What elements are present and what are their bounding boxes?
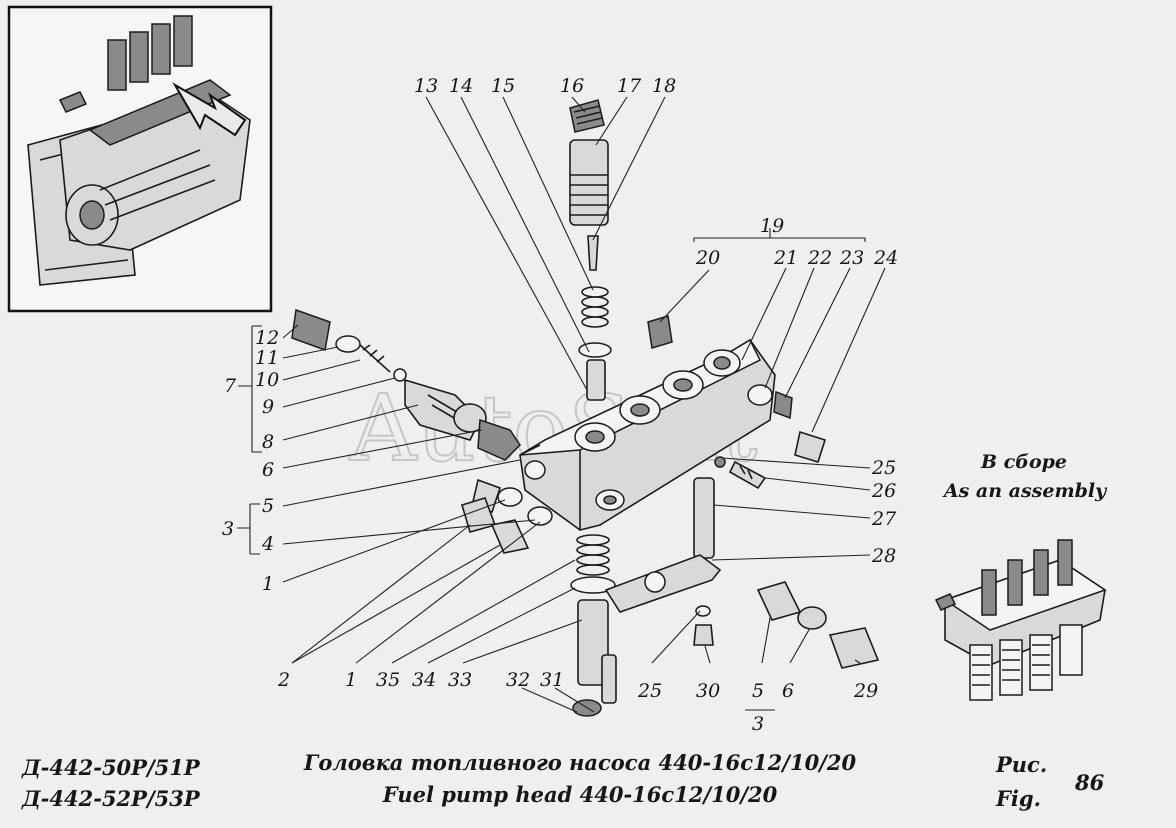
callout-3-bottom: 3 — [752, 713, 764, 735]
callout-15: 15 — [491, 75, 515, 97]
callout-18: 18 — [652, 75, 676, 97]
callout-23: 23 — [839, 247, 864, 269]
callout-11: 11 — [255, 347, 279, 369]
callout-20: 20 — [695, 247, 720, 269]
callout-30: 30 — [696, 680, 720, 702]
arrow-icon — [172, 82, 247, 137]
callout-31: 31 — [540, 669, 564, 691]
callout-5-upper: 5 — [262, 495, 274, 517]
callout-25-bottom: 25 — [637, 680, 662, 702]
callout-5-bottom: 5 — [752, 680, 764, 702]
model-numbers-line-2: Д-442-52Р/53Р — [21, 786, 201, 811]
callout-10: 10 — [255, 369, 279, 391]
callout-12: 12 — [255, 327, 279, 349]
exploded-parts — [291, 99, 880, 717]
pump-head-assembly-view — [934, 539, 1107, 701]
callout-4: 4 — [261, 533, 274, 555]
pump-overview-inset — [7, 5, 273, 313]
footer-captions: Д-442-50Р/51Р Д-442-52Р/53Р Головка топл… — [21, 750, 1105, 811]
callout-29: 29 — [853, 680, 878, 702]
model-numbers-line-1: Д-442-50Р/51Р — [21, 755, 201, 780]
callout-16: 16 — [560, 75, 584, 97]
callout-6-bottom: 6 — [782, 680, 794, 702]
callout-34: 34 — [412, 669, 436, 691]
assembly-label-en: As an assembly — [942, 480, 1108, 502]
callout-1-bottom: 1 — [345, 669, 357, 691]
figure-label-en: Fig. — [995, 786, 1041, 811]
callout-19: 19 — [760, 215, 784, 237]
callout-numbers: 13 14 15 16 17 18 19 20 21 22 23 24 12 1… — [222, 75, 898, 735]
figure-number: 86 — [1074, 770, 1105, 795]
pump-overview-drawing — [27, 15, 251, 286]
callout-27: 27 — [871, 508, 897, 530]
callout-24: 24 — [873, 247, 898, 269]
callout-8: 8 — [262, 431, 274, 453]
callout-33: 33 — [448, 669, 472, 691]
callout-26: 26 — [871, 480, 896, 502]
callout-13: 13 — [414, 75, 438, 97]
assembly-label-ru: В сборе — [980, 451, 1067, 473]
figure-title-ru: Головка топливного насоса 440-16с12/10/2… — [303, 750, 857, 775]
callout-35: 35 — [376, 669, 400, 691]
leader-lines — [237, 96, 886, 713]
callout-7: 7 — [224, 375, 237, 397]
callout-17: 17 — [617, 75, 642, 97]
figure-label-ru: Рис. — [995, 752, 1047, 777]
callout-9: 9 — [262, 396, 274, 418]
callout-14: 14 — [449, 75, 473, 97]
callout-25-right: 25 — [871, 457, 896, 479]
figure-title-en: Fuel pump head 440-16с12/10/20 — [382, 782, 778, 807]
callout-1-left: 1 — [262, 573, 274, 595]
callout-6-upper: 6 — [262, 459, 274, 481]
pump-head-body — [519, 338, 776, 531]
callout-22: 22 — [807, 247, 832, 269]
callout-32: 32 — [506, 669, 530, 691]
callout-2: 2 — [277, 669, 290, 691]
callout-21: 21 — [773, 247, 798, 269]
callout-28: 28 — [871, 545, 896, 567]
callout-3-upper: 3 — [222, 518, 234, 540]
